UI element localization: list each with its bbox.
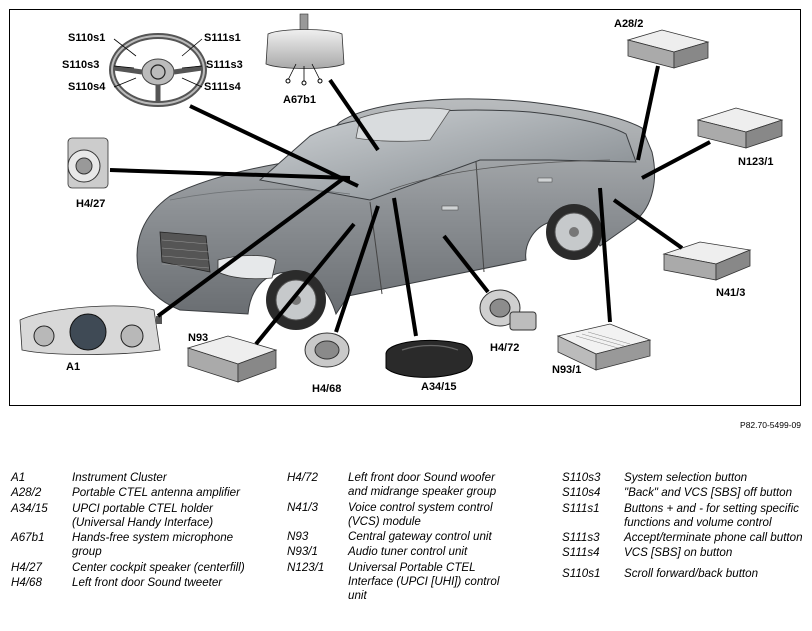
label-s110s4: S110s4 [68,81,106,93]
audio-tuner-illustration [556,323,652,371]
legend-column-2: H4/72 Left front door Sound woofer and mi… [287,471,511,605]
label-s111s3: S111s3 [206,59,243,71]
door-tweeter-illustration [304,332,350,368]
legend-desc: Universal Portable CTEL Interface (UPCI … [348,560,500,603]
legend-desc: Hands-free system microphone group [72,531,234,559]
upci-control-unit-illustration [696,107,784,149]
label-h4-27: H4/27 [76,198,106,210]
legend-row: N93/1 Audio tuner control unit [287,545,511,559]
label-a67b1: A67b1 [283,94,317,106]
legend-code: A1 [11,471,26,484]
label-n93-1: N93/1 [552,364,582,376]
legend-desc: Scroll forward/back button [624,566,759,580]
legend-row: A67b1 Hands-free system microphone group [11,531,279,560]
legend-row: H4/68 Left front door Sound tweeter [11,576,279,590]
legend-row: S111s1 Buttons + and - for setting specif… [562,502,808,531]
antenna-amplifier-illustration [626,29,710,69]
component-location-diagram: S110s1 S110s3 S110s4 S111s1 S111s3 S111s… [9,9,801,406]
legend-row: A28/2 Portable CTEL antenna amplifier [11,486,279,500]
legend-desc: Left front door Sound woofer and midrang… [348,471,497,499]
legend-code: S111s4 [562,546,600,560]
legend-desc: Central gateway control unit [348,530,492,544]
legend-code: S110s1 [562,566,601,580]
legend-desc: Center cockpit speaker (centerfill) [72,560,245,574]
legend-code: S111s1 [562,501,600,515]
gateway-module-illustration [186,335,278,383]
legend-code: A34/15 [11,501,48,515]
legend-row: A1 Instrument Cluster [11,471,279,485]
legend-desc: System selection button [624,471,748,484]
legend-code: A28/2 [11,486,42,500]
legend-row: S110s3 System selection button [562,471,808,485]
legend-column-1: A1 Instrument Cluster A28/2 Portable CTEL … [11,471,279,591]
component-leader-lines [109,65,711,346]
label-n123-1: N123/1 [738,156,774,168]
label-a28-2: A28/2 [614,18,644,30]
legend-code: N41/3 [287,500,318,514]
legend-row: S110s1 Scroll forward/back button [562,567,808,581]
label-h4-68: H4/68 [312,383,342,395]
legend-code: N93/1 [287,545,318,559]
legend-code: S110s4 [562,486,601,500]
legend-code: N123/1 [287,560,325,574]
legend-desc: Accept/terminate phone call button [624,531,803,545]
legend-desc: UPCI portable CTEL holder (Universal Han… [72,501,214,529]
label-s111s4: S111s4 [204,81,241,93]
legend-desc: Instrument Cluster [72,471,167,484]
legend-code: A67b1 [11,531,45,545]
legend-row: S111s4 VCS [SBS] on button [562,546,808,560]
legend-row: N41/3 Voice control system control (VCS) … [287,501,511,530]
legend-code: H4/27 [11,560,42,574]
legend-desc: Voice control system control (VCS) modul… [348,500,493,528]
label-s110s3: S110s3 [62,59,100,71]
label-s110s1: S110s1 [68,32,106,44]
diagram-graphic [19,13,784,383]
label-s111s1: S111s1 [204,32,241,44]
steering-wheel-illustration [109,33,207,107]
legend-desc: VCS [SBS] on button [624,546,733,560]
legend-row: S111s3 Accept/terminate phone call button [562,531,808,545]
door-woofer-illustration [479,289,537,331]
legend-row: H4/27 Center cockpit speaker (centerfill) [11,561,279,575]
label-h4-72: H4/72 [490,342,520,354]
legend-desc: Audio tuner control unit [348,545,468,559]
voice-control-module-illustration [662,241,752,281]
legend-row: S110s4 "Back" and VCS [SBS] off button [562,486,808,500]
legend-column-3: S110s3 System selection button S110s4 "Bac… [562,471,808,582]
legend-row: N123/1 Universal Portable CTEL Interface … [287,561,511,604]
legend-row: H4/72 Left front door Sound woofer and mi… [287,471,511,500]
label-a34-15: A34/15 [421,381,457,393]
legend-desc: Portable CTEL antenna amplifier [72,486,240,500]
legend-code: H4/72 [287,471,318,484]
label-n41-3: N41/3 [716,287,746,299]
phone-holder-illustration [385,339,473,378]
legend-desc: "Back" and VCS [SBS] off button [624,486,793,500]
center-speaker-illustration [67,137,109,189]
figure-reference: P82.70-5499-09 [740,420,801,430]
label-a1: A1 [66,361,81,373]
legend-code: S110s3 [562,471,601,484]
instrument-cluster-illustration [19,305,162,355]
legend-code: S111s3 [562,531,600,545]
label-n93: N93 [188,332,209,344]
legend-code: N93 [287,530,309,544]
steering-wheel-leaders [113,38,203,88]
legend-row: N93 Central gateway control unit [287,530,511,544]
legend-row: A34/15 UPCI portable CTEL holder (Univers… [11,502,279,531]
mirror-microphone-illustration [265,13,345,86]
legend-desc: Left front door Sound tweeter [72,576,223,590]
legend-desc: Buttons + and - for setting specific fun… [624,501,799,529]
legend-code: H4/68 [11,576,42,590]
